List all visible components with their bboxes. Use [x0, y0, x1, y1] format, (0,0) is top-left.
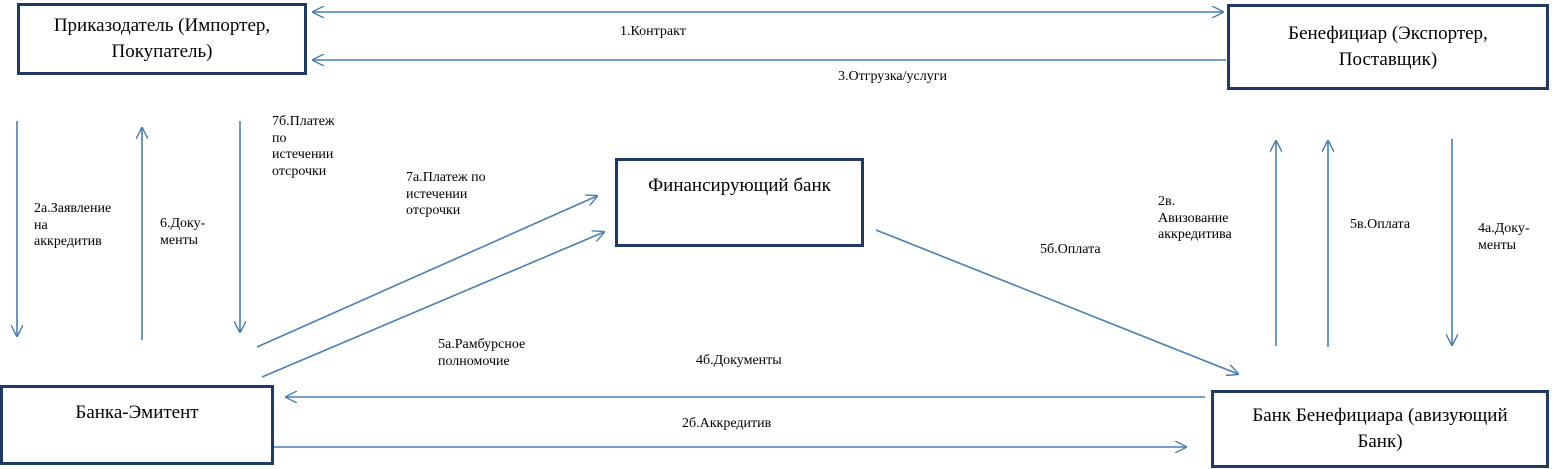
financing-bank-label: Финансирующий банк: [648, 175, 831, 196]
exporter-box: Бенефициар (Экспортер, Поставщик): [1227, 4, 1549, 90]
issuing-bank-box: Банка-Эмитент: [0, 385, 274, 465]
beneficiary-bank-label: Банк Бенефициара (авизующий Банк): [1252, 405, 1508, 452]
financing-bank-box: Финансирующий банк: [615, 158, 864, 247]
label-documents4a: 4а.Доку- менты: [1478, 221, 1530, 253]
label-reimbursement: 5а.Рамбурсное полномочие: [438, 337, 526, 369]
label-letter2b: 2б.Аккредитив: [682, 416, 772, 431]
beneficiary-bank-box: Банк Бенефициара (авизующий Банк): [1211, 390, 1549, 468]
issuing-bank-label: Банка-Эмитент: [75, 402, 199, 423]
importer-box: Приказодатель (Импортер, Покупатель): [17, 3, 307, 75]
label-payment5b: 5б.Оплата: [1040, 242, 1101, 257]
label-documents6: 6.Доку- менты: [160, 216, 206, 248]
importer-label: Приказодатель (Импортер, Покупатель): [53, 15, 271, 62]
label-advising2c: 2в. Авизование аккредитива: [1158, 194, 1232, 243]
arrow-payment7a: [256, 196, 597, 348]
exporter-label: Бенефициар (Экспортер, Поставщик): [1288, 23, 1488, 70]
label-payment5c: 5в.Оплата: [1350, 217, 1411, 232]
label-payment7a: 7а.Платеж по истечении отсрочки: [406, 170, 486, 219]
label-contract: 1.Контракт: [620, 24, 686, 39]
label-documents4b: 4б.Документы: [696, 353, 782, 368]
label-application: 2а.Заявление на аккредитив: [34, 201, 112, 250]
arrow-payment5b: [875, 229, 1238, 374]
label-payment7b: 7б.Платеж по истечении отсрочки: [272, 114, 335, 179]
arrow-reimbursement: [261, 232, 604, 378]
label-shipment: 3.Отгрузка/услуги: [838, 69, 947, 84]
